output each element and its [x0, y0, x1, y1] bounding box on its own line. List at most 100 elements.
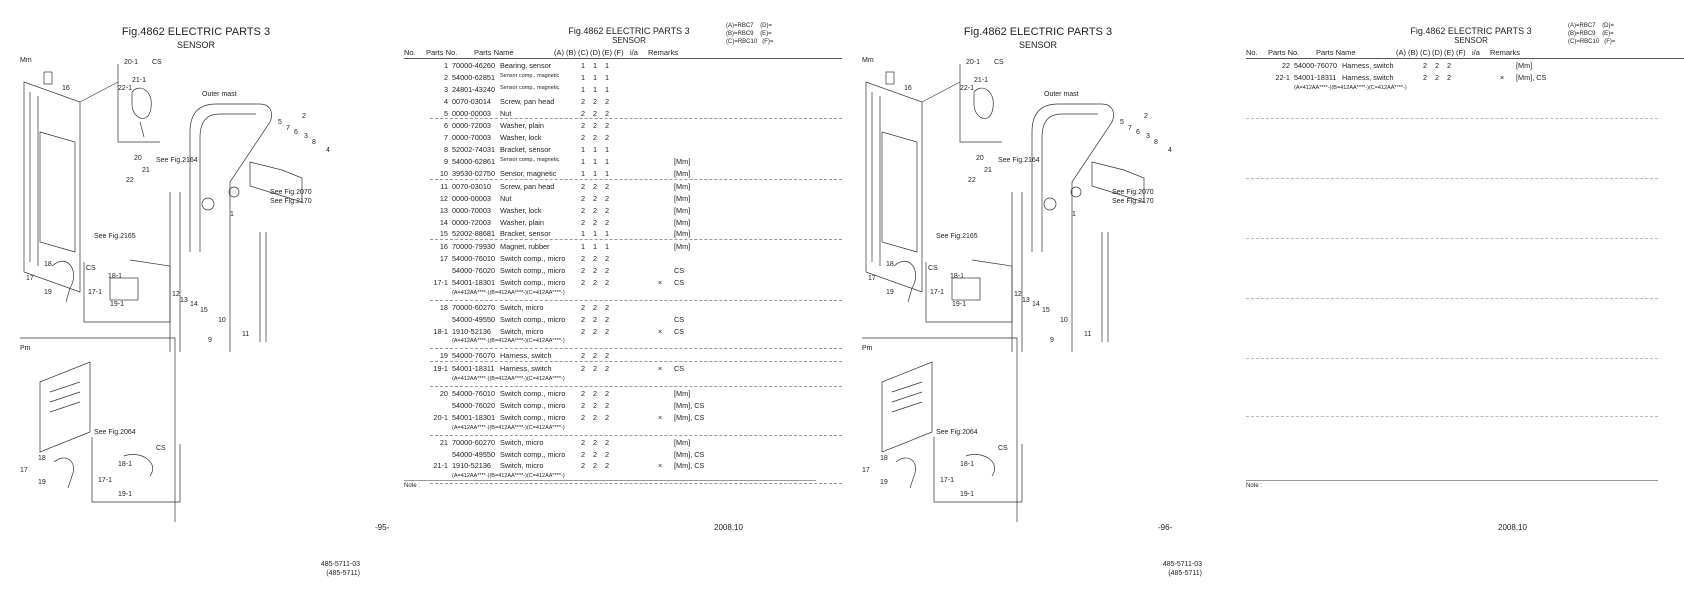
label-pm-19: 19	[880, 479, 888, 486]
remarks: [Mm], CS	[1516, 72, 1547, 82]
part-index: 17-1	[433, 278, 448, 288]
column-header: (D)	[1432, 48, 1443, 57]
column-header: (D)	[590, 48, 601, 57]
label-see2165: See Fig.2165	[936, 233, 978, 240]
qty-c: 2	[605, 193, 610, 203]
part-name: Switch comp., micro	[500, 254, 566, 264]
qty-c: 1	[605, 84, 610, 94]
label-see2070: See Fig.2070	[1112, 189, 1154, 196]
qty-a: 1	[581, 169, 586, 179]
qty-c: 2	[605, 364, 610, 374]
label-pm-18: 18	[880, 455, 888, 462]
column-headers: No.Parts No.Parts Name(A)(B)(C)(D)(E)(F)…	[404, 47, 842, 59]
label-6: 6	[294, 129, 298, 136]
part-index: 20	[439, 389, 448, 399]
part-index: 21-1	[433, 461, 448, 471]
part-index: 18	[439, 302, 448, 312]
qty-b: 2	[593, 326, 598, 336]
label-10: 10	[1060, 317, 1068, 324]
diagram-title: Fig.4862 ELECTRIC PARTS 3	[963, 26, 1113, 38]
qty-a: 2	[581, 193, 586, 203]
part-index: 7	[443, 133, 448, 143]
label-pm: Pm	[862, 345, 873, 352]
part-name: Harness, switch	[1342, 61, 1394, 70]
diagram-subtitle: SENSOR	[1018, 40, 1057, 50]
part-index: 5	[443, 108, 448, 118]
qty-c: 1	[605, 72, 610, 82]
qty-c: 2	[605, 437, 610, 447]
label-22: 22	[126, 177, 134, 184]
column-header: (F)	[614, 48, 624, 57]
qty-b: 1	[593, 242, 598, 252]
label-20: 20	[134, 155, 142, 162]
column-header: Parts Name	[1316, 48, 1356, 57]
column-header: Parts No.	[426, 48, 458, 57]
qty-b: 2	[593, 108, 598, 118]
table-title: Fig.4862 ELECTRIC PARTS 3	[1410, 26, 1532, 36]
column-header: Parts Name	[474, 48, 514, 57]
label-16: 16	[62, 85, 70, 92]
part-name: Harness, switch	[500, 364, 552, 374]
label-12: 12	[1014, 291, 1022, 298]
part-name: Nut	[500, 108, 512, 118]
part-name: Magnet, rubber	[500, 242, 550, 252]
label-13: 13	[180, 297, 188, 304]
interchange-mark: ×	[658, 326, 663, 336]
label-20: 20	[976, 155, 984, 162]
legend-a: (A)=RBC7	[726, 23, 754, 29]
part-name: Switch comp., micro	[500, 400, 566, 410]
part-number: 54000-76020	[452, 400, 496, 410]
part-number: 70000-79930	[452, 242, 496, 252]
label-15: 15	[200, 307, 208, 314]
label-10: 10	[218, 317, 226, 324]
part-number: 24801-43240	[452, 84, 496, 94]
column-header: (C)	[1420, 48, 1431, 57]
label-5: 5	[1120, 119, 1124, 126]
qty-b: 2	[593, 389, 598, 399]
drawing-code: 485-5711-03 (485-5711)	[1142, 560, 1202, 578]
part-index: 22	[1281, 61, 1290, 70]
label-9: 9	[208, 337, 212, 344]
label-4: 4	[326, 147, 330, 154]
qty-c: 1	[605, 157, 610, 167]
label-pm-18: 18	[38, 455, 46, 462]
label-2: 2	[1144, 113, 1148, 120]
qty-a: 2	[581, 412, 586, 422]
remarks: [Mm], CS	[674, 461, 705, 471]
label-11: 11	[242, 331, 249, 338]
qty-b: 2	[1435, 72, 1440, 82]
qty-a: 2	[581, 266, 586, 276]
legend-f: (F)=	[762, 39, 774, 45]
qty-a: 2	[581, 351, 586, 361]
qty-b: 2	[593, 181, 598, 191]
part-number: 54000-76010	[452, 389, 496, 399]
qty-a: 2	[581, 314, 586, 324]
qty-a: 1	[581, 145, 586, 155]
part-number: 39530-02750	[452, 169, 496, 179]
qty-a: 1	[581, 229, 586, 239]
part-index: 21	[439, 437, 448, 447]
remarks: [Mm], CS	[674, 400, 705, 410]
qty-a: 2	[581, 449, 586, 459]
qty-c: 2	[605, 351, 610, 361]
parts-diagram: Mm 16 20-1 CS 21-1 22-1 Outer mast 20 Se…	[862, 57, 1172, 522]
qty-b: 2	[593, 217, 598, 227]
table-title-block: Fig.4862 ELECTRIC PARTS 3 SENSOR	[554, 26, 704, 45]
note: Note :	[1246, 480, 1658, 489]
part-name: Switch, micro	[500, 461, 544, 471]
qty-c: 2	[605, 266, 610, 276]
table-row: (A=412AA****-)(B=412AA****-)(C=412AA****…	[430, 336, 842, 350]
qty-a: 1	[581, 157, 586, 167]
qty-b: 1	[593, 72, 598, 82]
